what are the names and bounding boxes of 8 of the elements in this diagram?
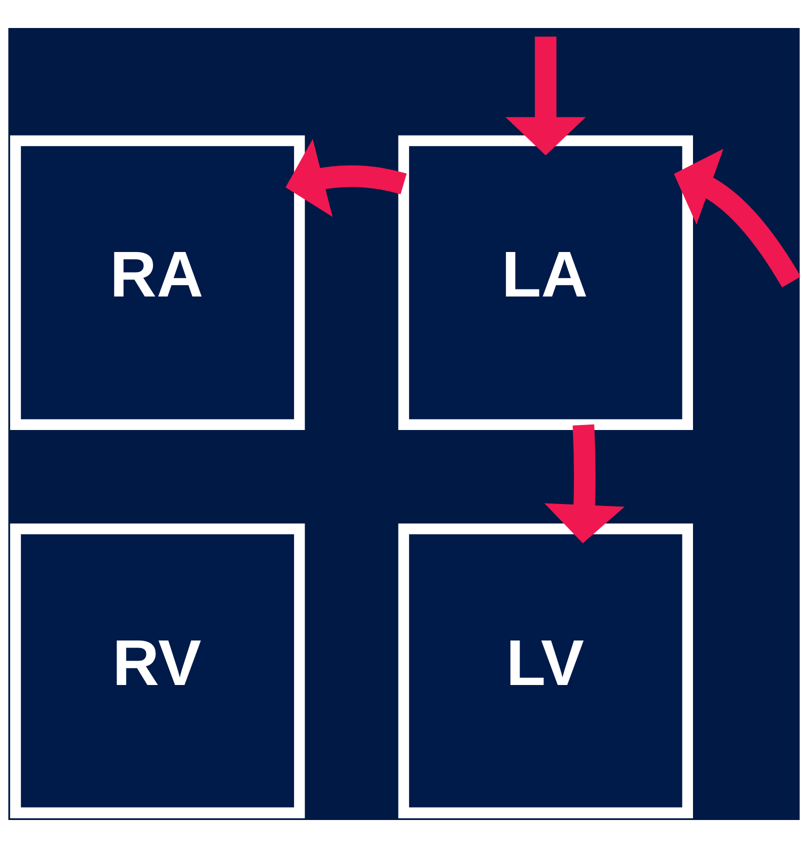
node-box: LA <box>398 134 693 430</box>
arrow <box>674 148 800 288</box>
node-box: RA <box>10 134 305 430</box>
node-box: LV <box>398 522 693 818</box>
arrow <box>544 424 625 543</box>
arrow <box>286 138 406 216</box>
node-box: RV <box>10 522 305 818</box>
arrow <box>505 36 586 155</box>
